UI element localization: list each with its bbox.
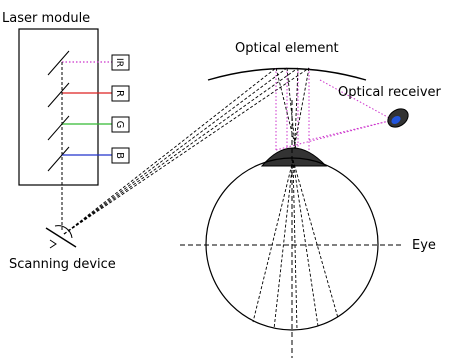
- scanner-rotation-arrow: [49, 239, 57, 249]
- mirror-ir: [47, 50, 70, 76]
- optical-receiver-label: Optical receiver: [338, 85, 442, 100]
- mirror-r: [47, 82, 70, 108]
- laser-code-b: B: [114, 152, 125, 159]
- laser-code-ir: IR: [114, 58, 124, 67]
- mirror-b: [47, 146, 70, 172]
- laser-module-box: [18, 28, 99, 186]
- scanner-arc: [54, 225, 73, 239]
- laser-code-r: R: [114, 90, 125, 97]
- laser-box-r: [111, 85, 130, 102]
- eye: Eye: [180, 100, 436, 358]
- optical-receiver: Optical receiver: [338, 85, 442, 128]
- scanner-mirror: [45, 227, 77, 248]
- ir-receiver-paths: [275, 79, 394, 151]
- laser-box-b: [111, 147, 130, 164]
- laser-code-g: G: [114, 121, 125, 129]
- eye-label: Eye: [412, 238, 436, 253]
- mirror-g: [47, 115, 70, 141]
- scanning-device: Scanning device: [9, 225, 116, 272]
- laser-box-ir: [111, 54, 130, 71]
- laser-module: Laser module IR R G B: [2, 11, 130, 230]
- optical-element-label: Optical element: [235, 41, 339, 56]
- laser-box-g: [111, 116, 130, 133]
- scanning-device-label: Scanning device: [9, 257, 116, 272]
- eye-lens: [260, 147, 328, 167]
- laser-module-label: Laser module: [2, 11, 90, 26]
- scan-beams: [63, 67, 310, 235]
- retina-beams: [252, 159, 339, 331]
- receiver-lens: [391, 115, 401, 125]
